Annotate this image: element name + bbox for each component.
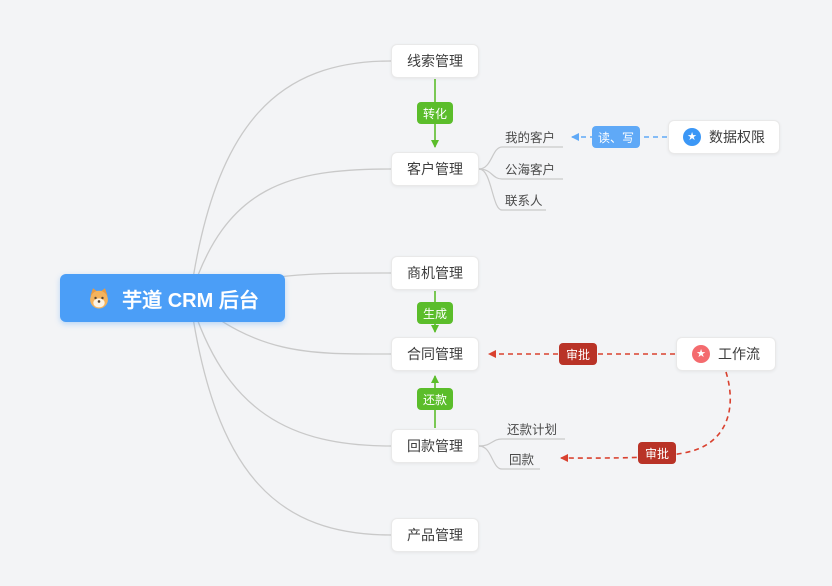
node-label: 工作流: [718, 346, 760, 362]
node-lead-management: 线索管理: [391, 44, 479, 78]
node-label: 客户管理: [407, 161, 463, 177]
badge-repay: 还款: [417, 388, 453, 410]
leaf-public-customers: 公海客户: [505, 163, 556, 177]
node-data-permission: ★ 数据权限: [668, 120, 780, 154]
badge-generate: 生成: [417, 302, 453, 324]
root-node-label: 芋道 CRM 后台: [122, 289, 259, 312]
badge-read-write: 读、写: [592, 126, 640, 148]
node-label: 回款管理: [407, 438, 463, 454]
star-icon: ★: [692, 345, 710, 363]
node-label: 合同管理: [407, 346, 463, 362]
node-customer-management: 客户管理: [391, 152, 479, 186]
node-label: 线索管理: [407, 53, 463, 69]
shiba-logo-icon: [90, 288, 109, 309]
badge-approve-contract: 审批: [559, 343, 597, 365]
leaf-contacts: 联系人: [505, 194, 543, 208]
node-receivable-management: 回款管理: [391, 429, 479, 463]
node-label: 商机管理: [407, 265, 463, 281]
node-workflow: ★ 工作流: [676, 337, 776, 371]
node-label: 产品管理: [407, 527, 463, 543]
node-opportunity-management: 商机管理: [391, 256, 479, 290]
root-node-crm-admin: 芋道 CRM 后台: [60, 274, 285, 322]
leaf-my-customers: 我的客户: [505, 131, 556, 145]
star-icon: ★: [683, 128, 701, 146]
leaf-receivable: 回款: [509, 453, 535, 467]
leaf-repayment-plan: 还款计划: [507, 423, 558, 437]
badge-approve-receivable: 审批: [638, 442, 676, 464]
node-label: 数据权限: [709, 129, 765, 145]
badge-convert: 转化: [417, 102, 453, 124]
node-contract-management: 合同管理: [391, 337, 479, 371]
node-product-management: 产品管理: [391, 518, 479, 552]
